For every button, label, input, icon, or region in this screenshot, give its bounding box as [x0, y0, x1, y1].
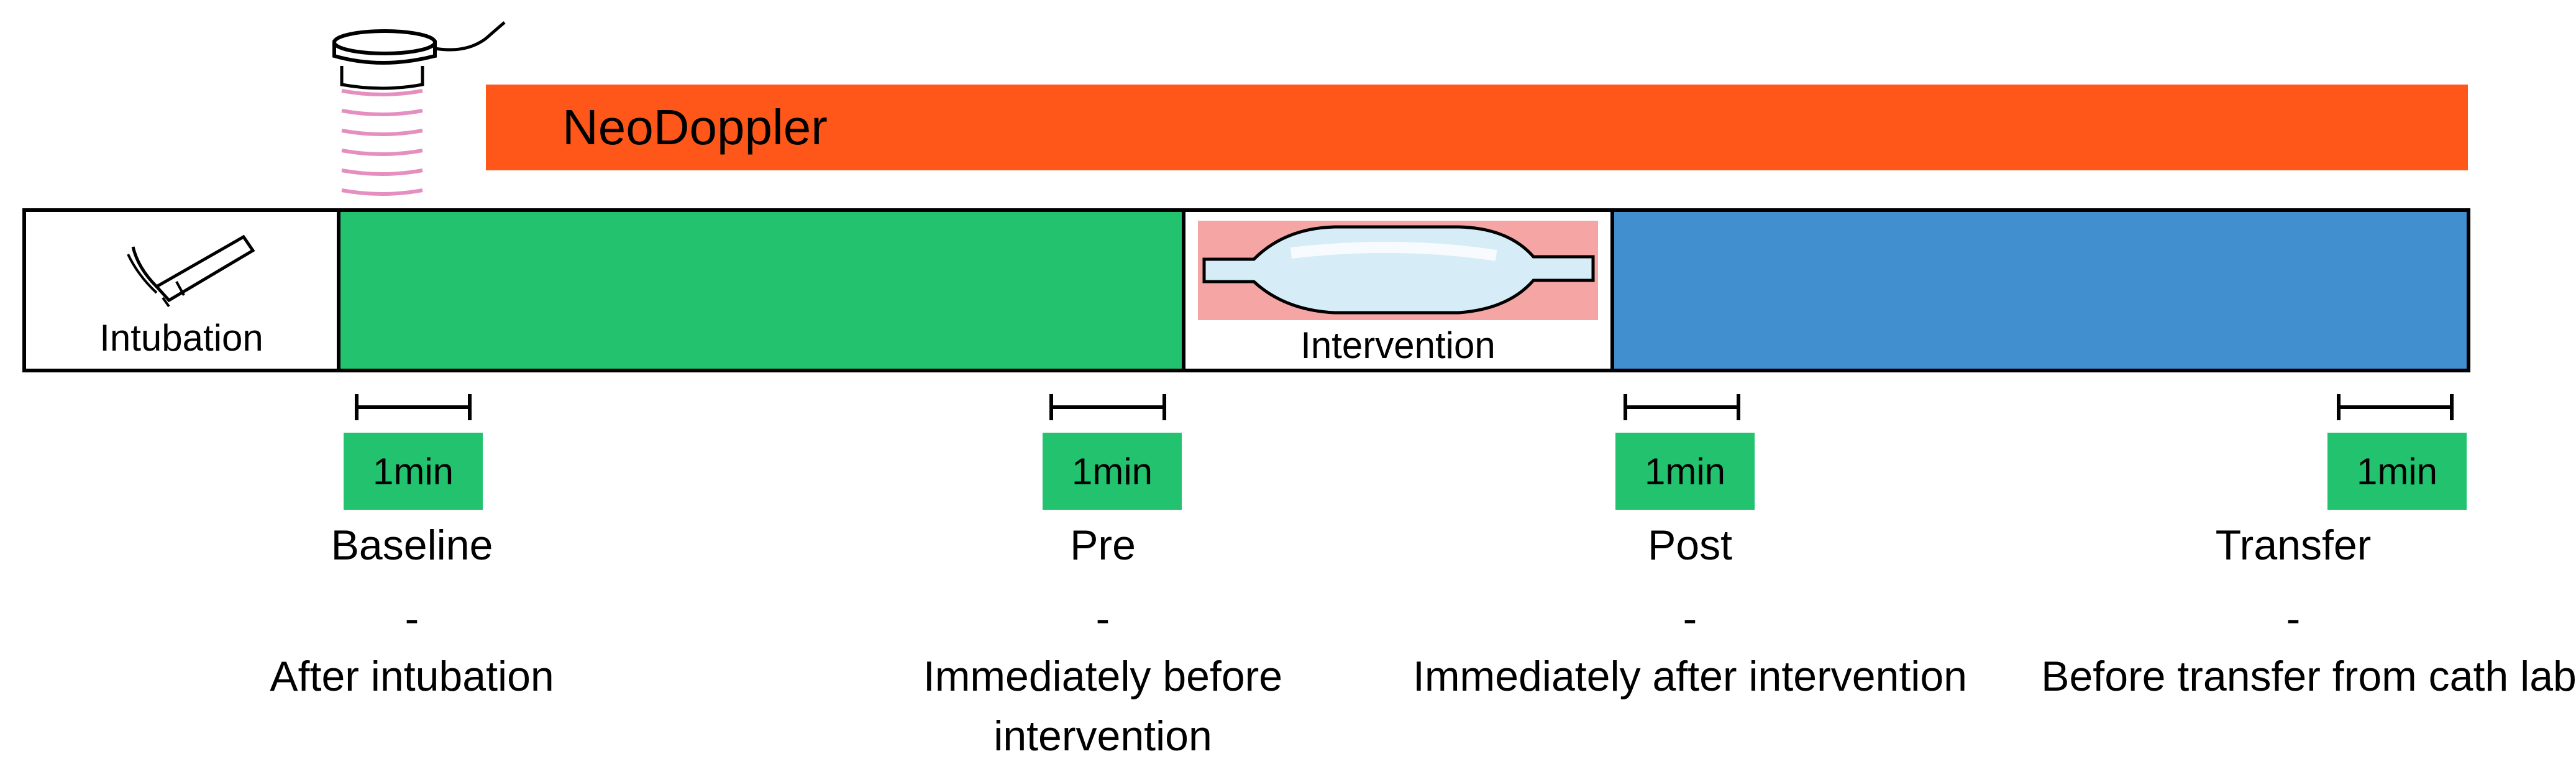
duration-badge-pre: 1min: [1043, 433, 1182, 510]
segment-intervention: Intervention: [1182, 212, 1610, 369]
doppler-probe-icon: [332, 21, 506, 196]
transfer-dash: -: [2286, 595, 2301, 642]
duration-badge-post: 1min: [1615, 433, 1755, 510]
neodoppler-bar: [486, 85, 2468, 170]
baseline-description: After intubation: [270, 653, 554, 700]
post-description: Immediately after intervention: [1413, 653, 1967, 700]
duration-badge-baseline: 1min: [344, 433, 483, 510]
intubation-label: Intubation: [99, 317, 263, 359]
scale-bar-baseline: [355, 394, 472, 420]
segment-post-intervention: [1610, 212, 2467, 369]
scale-bar-transfer: [2337, 394, 2454, 420]
neodoppler-label: NeoDoppler: [562, 99, 828, 155]
duration-badge-transfer: 1min: [2327, 433, 2467, 510]
post-title: Post: [1647, 522, 1733, 569]
scale-bar-post: [1624, 394, 1740, 420]
transfer-title: Transfer: [2215, 522, 2372, 569]
segment-pre-intervention: [337, 212, 1182, 369]
scale-bar-pre: [1049, 394, 1166, 420]
balloon-icon: [1198, 221, 1598, 320]
laryngoscope-icon: [127, 234, 255, 308]
baseline-title: Baseline: [331, 522, 493, 569]
transfer-description: Before transfer from cath lab: [2041, 653, 2576, 700]
intervention-label: Intervention: [1300, 325, 1496, 366]
procedure-timeline: Intubation Intervention: [22, 208, 2470, 372]
pre-title: Pre: [1070, 522, 1136, 569]
probe-pink-rings: [341, 89, 423, 196]
segment-intubation: Intubation: [26, 212, 337, 369]
baseline-dash: -: [404, 595, 419, 642]
pre-dash: -: [1095, 595, 1110, 642]
pre-description: Immediately before intervention: [923, 653, 1283, 760]
post-dash: -: [1683, 595, 1697, 642]
